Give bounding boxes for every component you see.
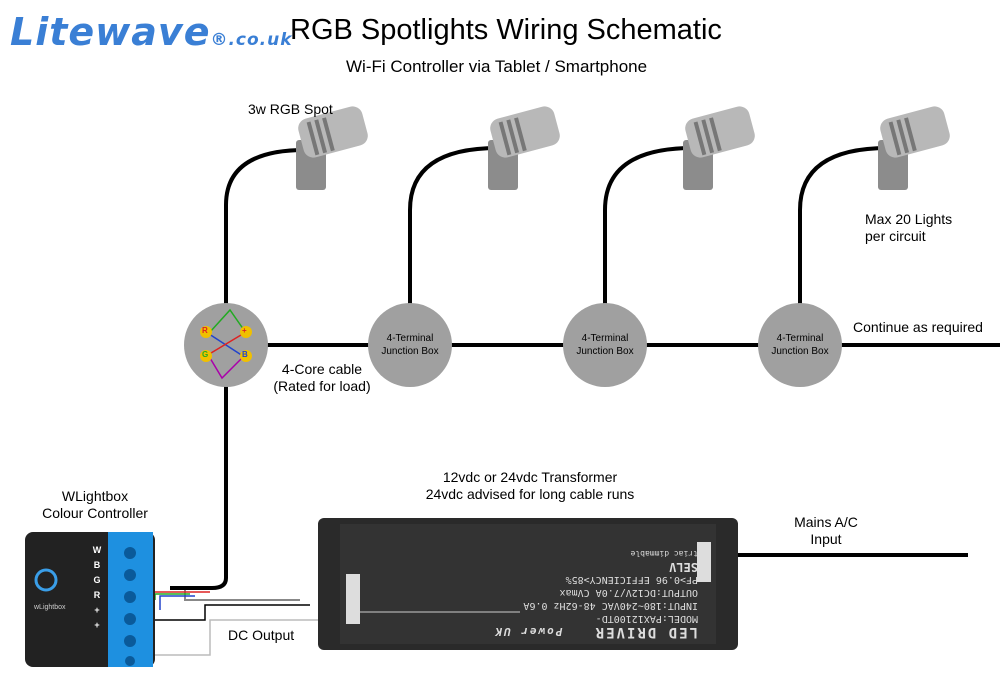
max-lights-line2: per circuit (865, 228, 926, 244)
drop-cable-1 (224, 148, 306, 345)
page-title: RGB Spotlights Wiring Schematic (290, 14, 722, 46)
junction-box-2-label: 4-Terminal Junction Box (570, 332, 640, 358)
ctrl-term-g: G (93, 575, 101, 585)
logo-main: Litewave (10, 10, 211, 54)
spotlight-1 (296, 106, 368, 190)
junction-box-2 (563, 303, 647, 387)
logo-suffix: ®.co.uk (210, 30, 293, 50)
junction-box-3-label: 4-Terminal Junction Box (765, 332, 835, 358)
drop-cable-2 (408, 146, 499, 345)
junction-box-3 (758, 303, 842, 387)
transformer-label: 12vdc or 24vdc Transformer 24vdc advised… (405, 469, 655, 503)
dc-output-label: DC Output (228, 627, 295, 643)
driver-model: MODEL:PAX12100TD- (595, 613, 698, 624)
ctrl-term-w: W (92, 545, 102, 555)
spotlight-3 (683, 106, 755, 190)
driver-brand: Power UK (493, 625, 563, 638)
drop-cable-4 (798, 146, 889, 345)
transformer-line1: 12vdc or 24vdc Transformer (442, 469, 618, 485)
wlightbox-controller (25, 532, 155, 667)
ctrl-term-plus2: + (94, 605, 100, 615)
max-lights-line1: Max 20 Lights (865, 211, 953, 227)
ctrl-term-plus1: + (94, 620, 100, 630)
drop-cable-3 (603, 146, 694, 345)
driver-text: LED DRIVER Power UK MODEL:PAX12100TD- IN… (368, 528, 698, 640)
hub-terminal-plus: + (242, 326, 247, 335)
jb3-line2: Junction Box (771, 346, 829, 357)
hub-terminal-b: B (242, 350, 248, 359)
ctrl-term-r: R (93, 590, 101, 600)
jb2-line2: Junction Box (576, 346, 634, 357)
driver-output: OUTPUT:DC12V/7.0A CVmax (559, 587, 698, 598)
feed-cable (170, 345, 228, 590)
cable-line2: (Rated for load) (273, 378, 371, 394)
driver-dimmable: triac dimmable (630, 549, 698, 558)
mains-line2: Input (810, 531, 842, 547)
jb2-line1: 4-Terminal (581, 333, 629, 344)
jb1-line2: Junction Box (381, 346, 439, 357)
max-lights-label: Max 20 Lights per circuit (865, 211, 952, 245)
driver-input: INPUT:180~240VAC 48-62Hz 0.6A (523, 600, 698, 611)
page-subtitle: Wi-Fi Controller via Tablet / Smartphone (346, 57, 648, 76)
controller-brand: wLightbox (34, 604, 66, 611)
jb3-line1: 4-Terminal (776, 333, 824, 344)
spot-label: 3w RGB Spot (248, 101, 333, 117)
dc-wire-blue (159, 595, 195, 610)
cable-label: 4-Core cable (Rated for load) (266, 361, 378, 395)
ctrl-term-b: B (93, 560, 101, 570)
continue-label: Continue as required (853, 319, 983, 335)
controller-line2: Colour Controller (42, 505, 148, 521)
hub-terminal-g: G (202, 350, 209, 359)
spotlight-4 (878, 106, 950, 190)
brand-logo[interactable]: Litewave®.co.uk (10, 10, 293, 54)
junction-box-1-label: 4-Terminal Junction Box (375, 332, 445, 358)
driver-efficiency: PF>0.96 EFFICIENCY>85% (565, 574, 698, 585)
mains-label: Mains A/C Input (786, 514, 866, 548)
cable-line1: 4-Core cable (281, 361, 363, 377)
dc-wire-white (150, 619, 318, 656)
driver-marks: SELV (669, 560, 698, 574)
controller-line1: WLightbox (61, 488, 129, 504)
dc-wire-black (150, 604, 310, 621)
mains-line1: Mains A/C (794, 514, 858, 530)
hub-terminal-r: R (202, 326, 208, 335)
controller-terminals: W B G R + + (88, 543, 106, 633)
controller-label: WLightbox Colour Controller (30, 488, 160, 522)
spotlight-2 (488, 106, 560, 190)
led-driver (318, 518, 738, 650)
driver-title: LED DRIVER Power UK (493, 624, 698, 640)
junction-box-1 (368, 303, 452, 387)
transformer-line2: 24vdc advised for long cable runs (425, 486, 635, 502)
jb1-line1: 4-Terminal (386, 333, 434, 344)
